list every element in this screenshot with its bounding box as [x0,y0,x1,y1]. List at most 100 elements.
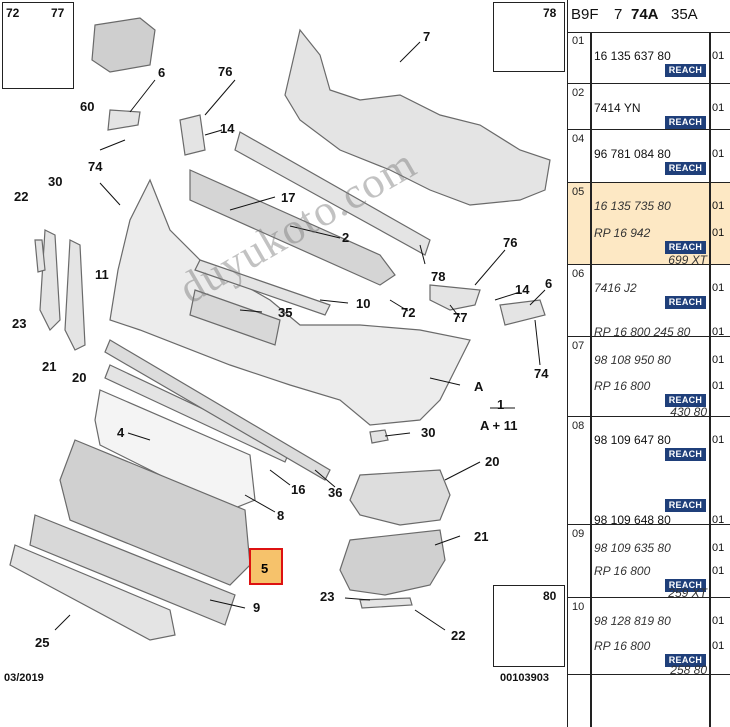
reach-badge: REACH [665,499,706,512]
callout-21: 21 [42,359,57,374]
row-number: 05 [572,186,585,198]
quantity: 01 [712,282,725,294]
callout-21-right: 21 [474,529,489,544]
quantity: 01 [712,434,725,446]
reach-badge: REACH [665,162,706,175]
part-number: 98 128 819 80 [594,614,671,628]
callout-14: 14 [220,121,235,136]
row-number: 04 [572,133,585,145]
part-35-shape [189,289,281,346]
panel-header: B9F 7 74A 35A [568,0,730,33]
callout-72: 72 [401,305,416,320]
part-2-shape [234,131,431,256]
part-number: 98 109 635 80 [594,541,671,555]
callout-2: 2 [342,230,350,245]
part-21-left-shape [39,229,61,332]
header-code-d: 35A [671,6,698,23]
row-number: 08 [572,420,585,432]
reach-badge: REACH [665,241,706,254]
callout-22-right: 22 [451,628,466,643]
header-code-c: 74A [631,6,659,23]
callout-A-11: A + 11 [480,418,518,433]
callout-17: 17 [281,190,296,205]
callout-25: 25 [35,635,50,650]
callout-7: 7 [423,29,431,44]
part-number: 699 XT [668,253,707,267]
callout-16: 16 [291,482,306,497]
quantity: 01 [712,50,725,62]
corner-box-80 [493,585,565,667]
callout-10: 10 [356,296,371,311]
highlighted-callout-label: 5 [261,561,269,576]
quantity: 01 [712,380,725,392]
part-22-right-shape [359,597,413,609]
part-number: 98 108 950 80 [594,353,671,367]
quantity: 01 [712,326,725,338]
callout-1: 1 [497,397,505,412]
part-20-left-shape [64,239,86,351]
part-76-right-shape [429,284,481,311]
row-number: 09 [572,528,585,540]
part-A-shape [109,178,471,426]
part-60-shape [91,17,156,73]
part-6-right-shape [499,299,546,326]
callout-9: 9 [253,600,261,615]
callout-14-right: 14 [515,282,530,297]
part-21-shape [339,529,446,596]
header-code-b: 7 [614,6,623,23]
callout-8: 8 [277,508,285,523]
part-number: RP 16 800 245 80 [594,325,691,339]
part-8-shape [59,439,251,586]
corner-box-72-77 [2,2,74,89]
row-number: 07 [572,340,585,352]
callout-23-right: 23 [320,589,335,604]
part-number: 259 XT [668,586,707,600]
quantity: 01 [712,514,725,526]
parts-diagram: 72 77 78 80 60 6 76 14 7 74 30 22 17 2 1… [2,2,565,684]
part-number: 258 80 [670,663,707,677]
callout-74: 74 [88,159,103,174]
part-30-shape [369,429,389,444]
part-17-shape [189,169,396,286]
reach-badge: REACH [665,578,706,592]
part-number: 7416 J2 [594,281,637,295]
quantity: 01 [712,564,725,577]
reach-badge: REACH [665,653,706,667]
quantity: 01 [712,102,725,114]
callout-6: 6 [158,65,166,80]
callout-30-right: 30 [421,425,436,440]
quantity: 01 [712,200,725,212]
quantity: 01 [712,639,725,652]
quantity: 01 [712,354,725,366]
part-number: 16 135 735 80 [594,199,671,213]
callout-74-right: 74 [534,366,549,381]
corner-label-72: 72 [6,6,20,20]
quantity: 01 [712,615,725,627]
part-10-shape [194,259,331,316]
callout-20-right: 20 [485,454,500,469]
highlighted-callout-5[interactable]: 5 [249,548,283,585]
part-number: RP 16 942 [594,226,651,240]
part-7-shape [284,28,551,206]
callout-35: 35 [278,305,293,320]
reach-badge: REACH [665,116,706,129]
reach-badge: REACH [665,296,706,309]
part-76-left-shape [179,114,206,156]
part-number: 98 109 647 80 [594,433,671,447]
column-divider-left [590,32,592,727]
part-36-shape [104,339,331,481]
part-number: 98 109 648 80 [594,513,671,527]
part-number: 16 135 637 80 [594,49,671,63]
reach-badge: REACH [665,64,706,77]
callout-22: 22 [14,189,29,204]
